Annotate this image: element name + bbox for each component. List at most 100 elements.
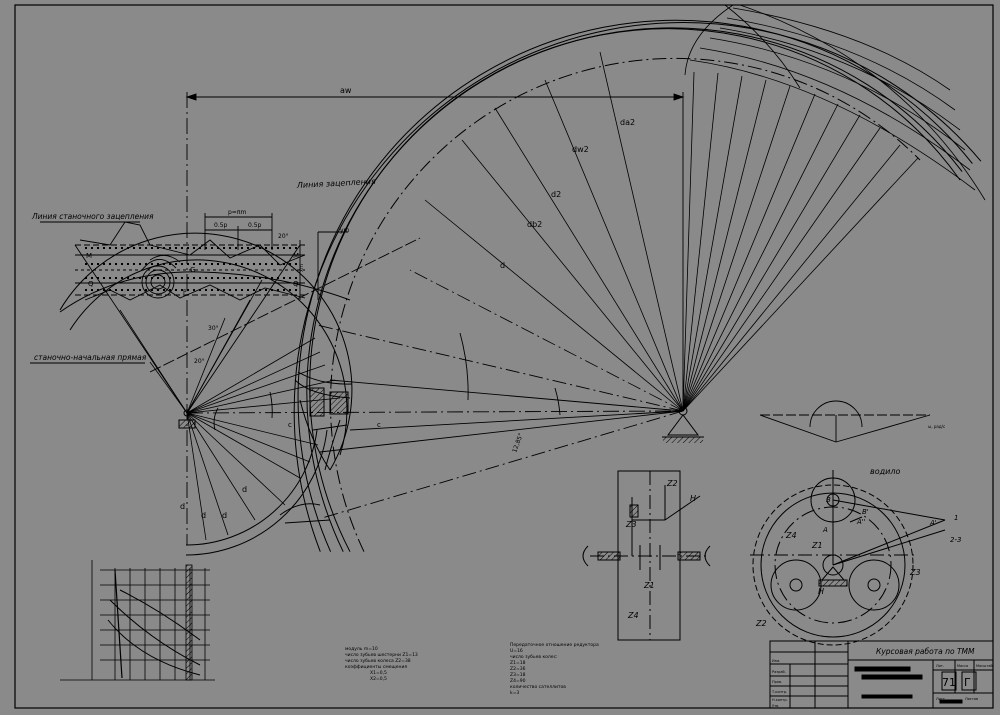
Q-left: Q: [88, 280, 94, 288]
d2-label: d2: [551, 190, 561, 199]
sheet-letter: Г: [964, 676, 971, 689]
A-dprime: A'': [856, 518, 866, 526]
angle-30: 30°: [208, 325, 219, 332]
gear1-lower-arc: [185, 429, 328, 556]
sheet-frame: [14, 4, 994, 709]
Z1-kin: Z1: [643, 581, 655, 590]
gear2-addendum-circle: [293, 22, 982, 552]
Z2-kin: Z2: [666, 479, 678, 488]
svg-text:Изм.: Изм.: [772, 659, 780, 663]
aw-label: aw: [340, 86, 352, 95]
gear2-base-circle: [306, 27, 963, 552]
construction-lines: [74, 92, 685, 545]
notes-left: модуль m=10 число зубьев шестерни Z1=13 …: [345, 646, 418, 682]
svg-text:X2=0,5: X2=0,5: [370, 676, 387, 682]
sheets-label: Листов: [965, 697, 978, 701]
svg-text:k=3: k=3: [510, 690, 519, 696]
rack-datum-line-label: станочно-начальная прямая: [34, 353, 147, 362]
sheet-number: 71: [942, 676, 956, 689]
title-block: [769, 640, 994, 709]
svg-text:Z2=36: Z2=36: [510, 666, 526, 672]
svg-text:количество сателлитов: количество сателлитов: [510, 685, 566, 690]
half-pitch-right: 0.5p: [248, 222, 262, 229]
notes-right: Передаточное отношение редуктора U=16 чи…: [510, 642, 599, 696]
db1-label: d: [222, 511, 227, 520]
col-scale: Масштаб: [976, 664, 993, 668]
dr2-label: d: [500, 261, 505, 270]
col-mass: Масса: [957, 664, 968, 668]
col-lit: Лит.: [936, 664, 944, 668]
rack-zone: [30, 213, 348, 364]
d1-label: d: [180, 502, 185, 511]
dw2-label: dw2: [572, 145, 589, 154]
svg-text:Z1=18: Z1=18: [510, 660, 526, 666]
svg-text:Н.контр.: Н.контр.: [772, 698, 788, 702]
gear2-pitch-circle: [297, 19, 973, 552]
H-plan: H: [818, 587, 824, 596]
ym-label: ym: [340, 227, 350, 234]
carrier-label: водило: [870, 467, 900, 476]
gear1-radial-lines: [119, 279, 341, 541]
gear2-radial-lines: [409, 51, 919, 412]
svg-text:Разраб.: Разраб.: [772, 670, 786, 674]
db2-label: db2: [527, 220, 542, 229]
wear-graph: [60, 560, 215, 681]
Z3-plan: Z3: [909, 568, 921, 577]
dw1-label: d: [242, 485, 247, 494]
angle-20-top: 20°: [278, 233, 289, 240]
velocity-triangle: [759, 400, 931, 443]
Z4-kin: Z4: [627, 611, 639, 620]
A-mark: A: [822, 526, 828, 534]
angle-20-mid: 20°: [194, 358, 205, 365]
da1-label: d: [201, 511, 206, 520]
c-left: c: [288, 421, 292, 429]
Z4-plan: Z4: [785, 531, 797, 540]
line-of-action-label: Линия зацепления: [296, 177, 377, 190]
title-text: Курсовая работа по ТММ: [876, 647, 975, 656]
G-mark: G: [190, 266, 195, 274]
svg-text:X1=0,5: X1=0,5: [370, 670, 387, 676]
Z3-kin: Z3: [625, 520, 637, 529]
pitch-label: p=πm: [228, 209, 246, 216]
planetary-scheme: [582, 470, 711, 641]
B-prime: B': [862, 508, 869, 516]
svg-text:Z3=18: Z3=18: [510, 672, 526, 678]
M-right: M: [293, 252, 299, 260]
gear-2: [293, 4, 986, 552]
svg-text:Т.контр.: Т.контр.: [771, 690, 787, 694]
gear-1: [59, 232, 353, 556]
svg-text:U=16: U=16: [510, 648, 523, 654]
label-1: 1: [954, 514, 958, 522]
svg-text:Z4=90: Z4=90: [510, 678, 526, 684]
gear2-root-circle: [309, 28, 961, 552]
svg-text:Пров.: Пров.: [772, 680, 782, 684]
Q-right: Q: [293, 280, 299, 288]
svg-text:число зубьев шестерни Z1=13: число зубьев шестерни Z1=13: [345, 652, 418, 658]
c-right: c: [377, 421, 381, 429]
rack-pitch-line-label: Линия станочного зацепления: [31, 212, 154, 221]
svg-text:Передаточное отношение редукто: Передаточное отношение редуктора: [510, 642, 599, 648]
A-prime: A': [929, 519, 937, 527]
title-roles: Изм. Разраб. Пров. Т.контр. Н.контр. Утв…: [771, 659, 788, 708]
da2-label: da2: [620, 118, 635, 127]
B-mark: B: [826, 496, 831, 504]
svg-text:число зубьев колеса Z2=38: число зубьев колеса Z2=38: [345, 658, 411, 664]
planetary-plan: [750, 470, 946, 646]
svg-text:число зубьев колес:: число зубьев колес:: [510, 654, 558, 660]
xm-label: xm: [299, 264, 305, 272]
omega-axis-label: ω, рад/с: [928, 424, 945, 429]
svg-text:коэффициенты смещения: коэффициенты смещения: [345, 664, 407, 670]
mesh-detail: [279, 371, 353, 524]
label-2-3: 2-3: [950, 536, 961, 544]
Z2-plan: Z2: [755, 619, 767, 628]
Z1-plan: Z1: [811, 541, 823, 550]
M-left: M: [86, 252, 92, 260]
gear2-tooth-profiles: [684, 4, 986, 201]
svg-text:модуль m=10: модуль m=10: [345, 646, 378, 652]
angle-1285: 12,85°: [511, 432, 524, 453]
P-mark: P: [183, 289, 187, 296]
svg-text:Утв.: Утв.: [772, 704, 779, 708]
sheet-label: Лист: [936, 697, 945, 701]
